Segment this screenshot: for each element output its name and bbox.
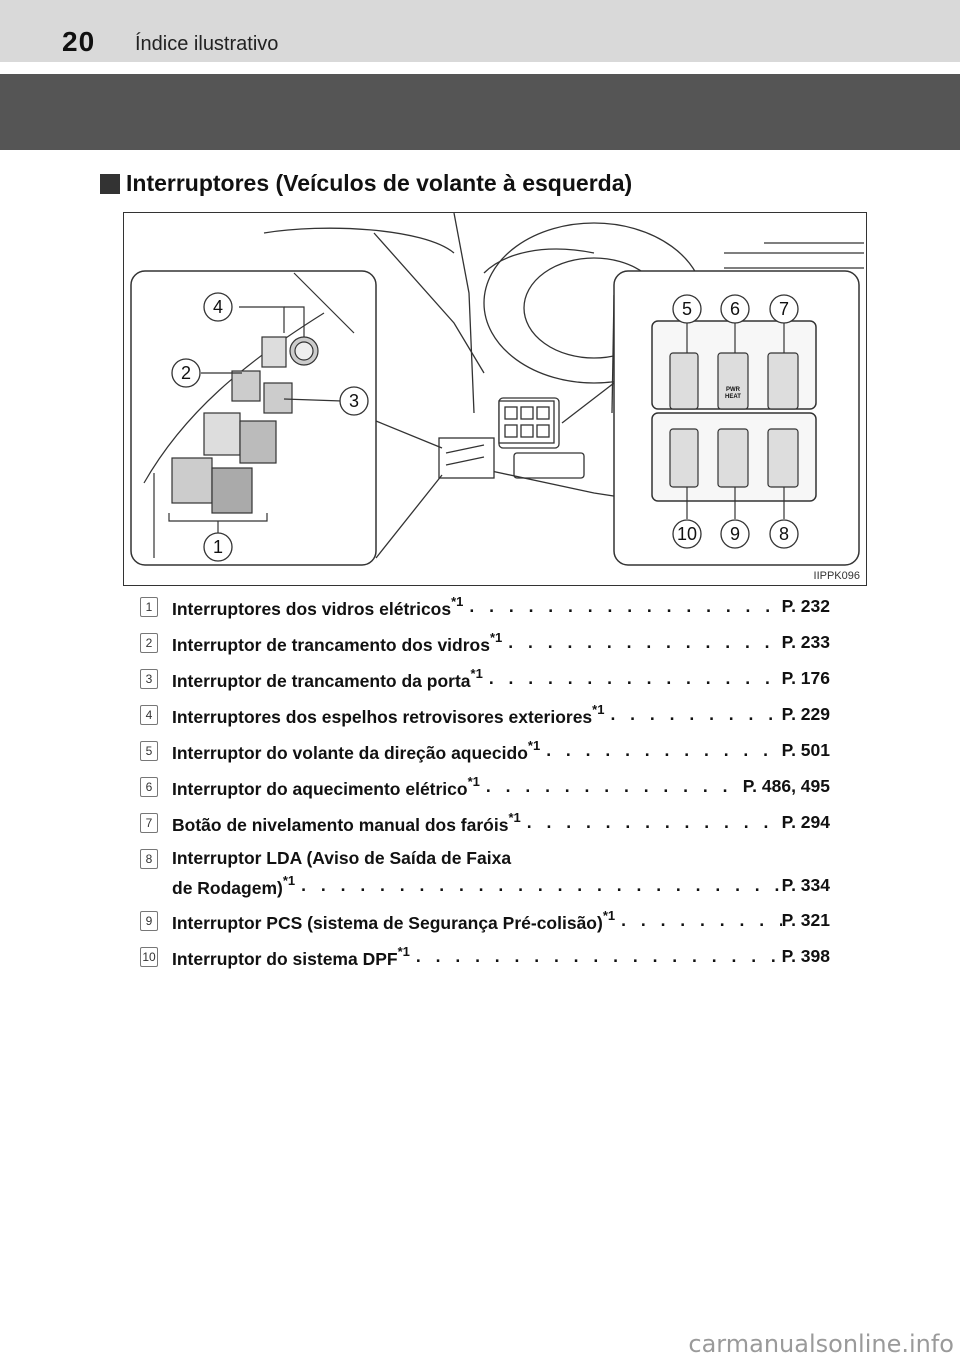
page-reference[interactable]: P. 294 (781, 812, 830, 832)
item-list: 1 Interruptores dos vidros elétricos*1 .… (140, 594, 830, 982)
item-number: 5 (140, 741, 158, 761)
leader-dots: . . . . . . . . . . . . . . . . . . . . … (301, 875, 782, 895)
callout-9: 9 (730, 524, 740, 544)
leader-dots: . . . . . . . . . . . . . . . . . . . . … (621, 910, 782, 930)
list-item: 5 Interruptor do volante da direção aque… (140, 738, 830, 776)
callout-1: 1 (213, 537, 223, 557)
footnote-mark: *1 (489, 630, 503, 645)
item-number: 10 (140, 947, 158, 967)
switches-illustration: 4 2 3 1 5 6 7 10 9 8 PWR HEAT (130, 213, 864, 566)
item-label: Botão de nivelamento manual dos faróis (172, 814, 509, 835)
item-label: Interruptores dos vidros elétricos (172, 598, 452, 619)
callout-8: 8 (779, 524, 789, 544)
item-label: Interruptores dos espelhos retrovisores … (172, 706, 593, 727)
footnote-mark: *1 (592, 702, 605, 717)
leader-dots: . . . . . . . . . . . . . . . . . . . . … (508, 632, 781, 652)
item-number: 9 (140, 911, 158, 931)
page-reference[interactable]: P. 334 (781, 875, 830, 895)
pwr-label: PWR (726, 387, 741, 393)
callout-7: 7 (779, 299, 789, 319)
item-label: Interruptor do sistema DPF (172, 948, 398, 969)
item-number: 1 (140, 597, 158, 617)
item-number: 8 (140, 849, 158, 869)
footnote-mark: *1 (282, 873, 296, 888)
section-heading: Interruptores (Veículos de volante à esq… (100, 170, 632, 197)
page-reference[interactable]: P. 176 (781, 668, 830, 688)
leader-dots: . . . . . . . . . . . . . . . . . . . . … (526, 812, 782, 832)
header-band (0, 74, 960, 150)
page-reference[interactable]: P. 398 (781, 946, 830, 966)
figure-code: IIPPK096 (813, 570, 860, 582)
leader-dots: . . . . . . . . . . . . . . . . . . . . … (469, 596, 781, 616)
item-number: 6 (140, 777, 158, 797)
list-item: 10 Interruptor do sistema DPF*1 . . . . … (140, 944, 830, 982)
item-label: Interruptor do volante da direção aqueci… (172, 742, 528, 763)
footnote-mark: *1 (467, 774, 480, 789)
page-reference[interactable]: P. 486, 495 (742, 776, 830, 796)
list-item: 7 Botão de nivelamento manual dos faróis… (140, 810, 830, 848)
page-reference[interactable]: P. 233 (781, 632, 830, 652)
callout-3: 3 (349, 391, 359, 411)
heading-text: Interruptores (Veículos de volante à esq… (126, 170, 633, 196)
callout-5: 5 (682, 299, 692, 319)
page-reference[interactable]: P. 229 (781, 704, 830, 724)
leader-dots: . . . . . . . . . . . . . . . . . . . . … (546, 740, 781, 760)
callout-4: 4 (213, 297, 223, 317)
footnote-mark: *1 (470, 666, 483, 681)
heat-label: HEAT (725, 394, 741, 400)
page-reference[interactable]: P. 501 (781, 740, 830, 760)
list-item: 2 Interruptor de trancamento dos vidros*… (140, 630, 830, 668)
heading-square-icon (100, 173, 120, 194)
leader-dots: . . . . . . . . . . . . . . . . . . . . … (610, 704, 781, 724)
item-label: Interruptor de trancamento dos vidros (172, 634, 490, 655)
item-label-continued: de Rodagem) (172, 877, 283, 898)
page-header: 20 Índice ilustrativo (0, 0, 960, 62)
page-reference[interactable]: P. 232 (781, 596, 830, 616)
footnote-mark: *1 (527, 738, 541, 753)
page-reference[interactable]: P. 321 (781, 910, 830, 930)
callout-10: 10 (677, 524, 697, 544)
leader-dots: . . . . . . . . . . . . . . . . . . . . … (485, 776, 743, 796)
leader-dots: . . . . . . . . . . . . . . . . . . . . … (488, 668, 782, 688)
list-item: 1 Interruptores dos vidros elétricos*1 .… (140, 594, 830, 632)
section-title: Índice ilustrativo (135, 33, 279, 55)
page-number: 20 (62, 26, 96, 57)
list-item: 3 Interruptor de trancamento da porta*1 … (140, 666, 830, 704)
item-number: 2 (140, 633, 158, 653)
callout-2: 2 (181, 363, 191, 383)
item-label: Interruptor PCS (sistema de Segurança Pr… (172, 912, 603, 933)
callout-6: 6 (730, 299, 740, 319)
item-label: Interruptor de trancamento da porta (172, 670, 471, 691)
list-item: 4 Interruptores dos espelhos retrovisore… (140, 702, 830, 740)
footnote-mark: *1 (508, 810, 521, 825)
leader-dots: . . . . . . . . . . . . . . . . . . . . … (415, 946, 782, 966)
item-number: 7 (140, 813, 158, 833)
list-item: 9 Interruptor PCS (sistema de Segurança … (140, 908, 830, 946)
item-number: 4 (140, 705, 158, 725)
footnote-mark: *1 (602, 908, 616, 923)
item-label: Interruptor do aquecimento elétrico (172, 778, 468, 799)
switches-figure: 4 2 3 1 5 6 7 10 9 8 PWR HEAT IIPPK096 (123, 212, 867, 586)
footnote-mark: *1 (451, 594, 464, 609)
footnote-mark: *1 (397, 944, 410, 959)
watermark: carmanualsonline.info (688, 1330, 954, 1358)
item-number: 3 (140, 669, 158, 689)
list-item: 8 Interruptor LDA (Aviso de Saída de Fai… (140, 848, 830, 910)
list-item: 6 Interruptor do aquecimento elétrico*1 … (140, 774, 830, 812)
item-label: Interruptor LDA (Aviso de Saída de Faixa (172, 848, 512, 868)
callout-labels: 4 2 3 1 5 6 7 10 9 8 (181, 297, 789, 557)
